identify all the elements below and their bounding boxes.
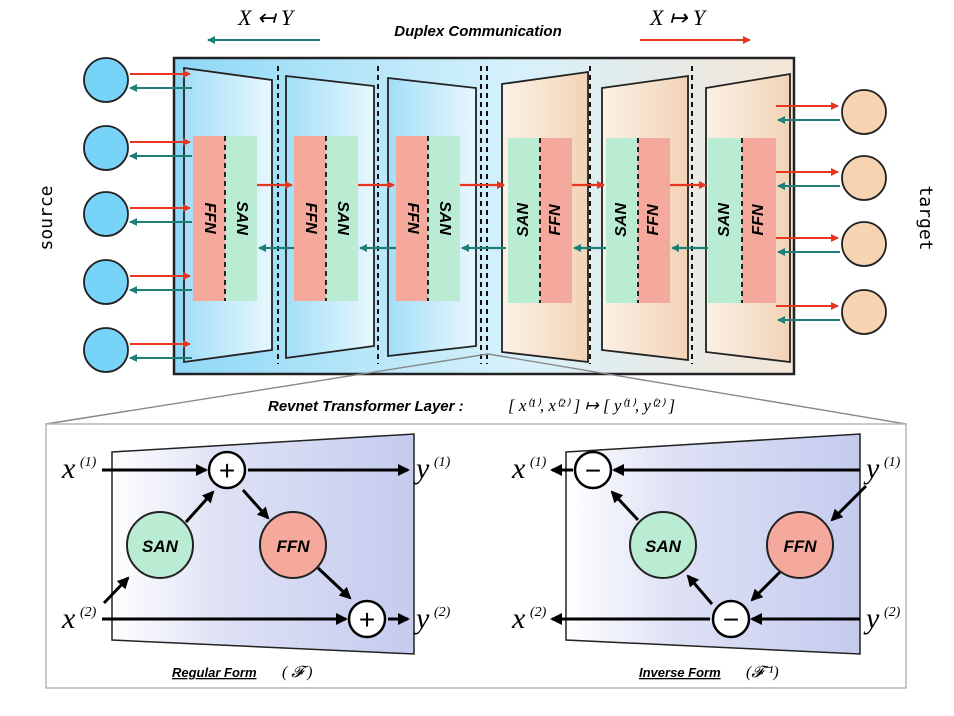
layer-3: FFN SAN [387, 76, 477, 358]
ffn-label: FFN [404, 202, 421, 234]
layer-4: SAN FFN [501, 70, 589, 364]
diagram-title: Duplex Communication [394, 23, 562, 40]
source-nodes [83, 57, 129, 373]
layer-6: SAN FFN [705, 72, 791, 364]
svg-text:(1): (1) [434, 455, 451, 470]
target-arrows [776, 102, 840, 324]
layer-5: SAN FFN [601, 74, 689, 362]
svg-text:(2): (2) [80, 605, 97, 620]
ffn-label: FFN [302, 202, 319, 234]
target-node [841, 221, 887, 267]
layer-2: FFN SAN [285, 74, 375, 360]
inverse-form: x (1) x (2) y (1) y (2) − − SAN FFN Inve… [511, 433, 901, 681]
regular-caption: Regular Form [172, 665, 257, 680]
san-label: SAN [716, 203, 733, 237]
regular-y2: y [413, 602, 430, 635]
svg-text:FFN: FFN [783, 537, 817, 556]
svg-text:+: + [219, 455, 235, 486]
right-direction-label: X ↦ Y [649, 5, 708, 30]
inverse-x1: x [511, 452, 526, 485]
san-label: SAN [334, 201, 351, 235]
source-node [83, 125, 129, 171]
source-node [83, 191, 129, 237]
regular-x2: x [61, 602, 76, 635]
target-label: target [915, 185, 936, 250]
svg-text:(2): (2) [884, 605, 901, 620]
svg-text:(2): (2) [530, 605, 547, 620]
minus-node [573, 450, 613, 490]
target-node [841, 289, 887, 335]
regular-x1: x [61, 452, 76, 485]
inverse-caption: Inverse Form [639, 665, 721, 680]
layer-separators [277, 66, 693, 364]
regular-form: x (1) x (2) y (1) y (2) + + SAN FFN Regu… [61, 433, 451, 681]
svg-text:(1): (1) [80, 455, 97, 470]
svg-text:(1): (1) [884, 455, 901, 470]
source-label: source [36, 185, 57, 250]
inverse-y2: y [863, 602, 880, 635]
transformer-stack-box [172, 56, 796, 376]
inverse-y1: y [863, 452, 880, 485]
left-direction-label: X ↤ Y [237, 5, 296, 30]
svg-text:(1): (1) [530, 455, 547, 470]
ffn-label: FFN [201, 202, 218, 234]
layer-1: FFN SAN [183, 66, 273, 364]
ffn-node [259, 511, 327, 579]
san-node [629, 511, 697, 579]
revnet-mapping: [ x⁽¹⁾, x⁽²⁾ ] ↦ [ y⁽¹⁾, y⁽²⁾ ] [508, 396, 675, 415]
regular-caption-symbol: ( 𝓕 ) [282, 664, 312, 681]
svg-text:(2): (2) [434, 605, 451, 620]
svg-text:−: − [585, 455, 601, 486]
minus-node [711, 599, 751, 639]
target-node [841, 89, 887, 135]
san-node [126, 511, 194, 579]
ffn-node [766, 511, 834, 579]
source-arrows [129, 70, 192, 362]
san-label: SAN [436, 201, 453, 235]
svg-text:SAN: SAN [142, 537, 179, 556]
ffn-label: FFN [645, 204, 662, 236]
regular-y1: y [413, 452, 430, 485]
ffn-label: FFN [547, 204, 564, 236]
target-nodes [841, 89, 887, 335]
san-label: SAN [515, 203, 532, 237]
source-node [83, 327, 129, 373]
revnet-title: Revnet Transformer Layer : [268, 398, 464, 415]
inverse-x2: x [511, 602, 526, 635]
svg-text:+: + [359, 604, 375, 635]
target-node [841, 155, 887, 201]
source-node [83, 57, 129, 103]
zoom-lines [45, 353, 907, 425]
svg-text:SAN: SAN [645, 537, 682, 556]
plus-node [207, 450, 247, 490]
san-label: SAN [233, 201, 250, 235]
ffn-label: FFN [750, 204, 767, 236]
san-label: SAN [613, 203, 630, 237]
source-node [83, 259, 129, 305]
inverse-caption-symbol: (𝓕⁻¹) [746, 664, 779, 681]
svg-text:−: − [723, 604, 739, 635]
plus-node [347, 599, 387, 639]
svg-text:FFN: FFN [276, 537, 310, 556]
